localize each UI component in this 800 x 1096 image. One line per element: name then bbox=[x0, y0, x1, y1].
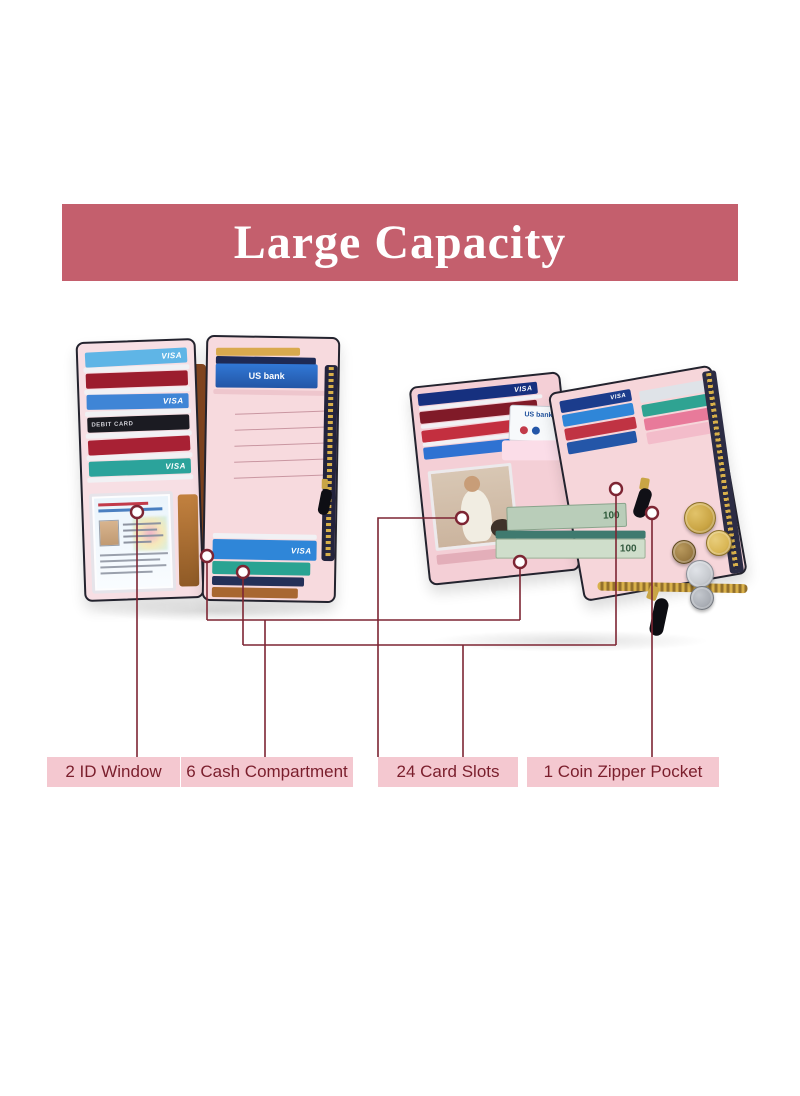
feature-label-coin-zipper-pocket: 1 Coin Zipper Pocket bbox=[527, 757, 719, 787]
feature-label-cash-compartment: 6 Cash Compartment bbox=[181, 757, 353, 787]
credit-card: VISA bbox=[212, 538, 317, 561]
card-brand-text: VISA bbox=[161, 350, 183, 361]
right-wallet-shadow bbox=[430, 630, 710, 652]
zipper-slider bbox=[321, 478, 328, 489]
coin-gold bbox=[706, 530, 732, 556]
cash-bills-lower: 100 bbox=[495, 530, 646, 559]
slot-stitch-line bbox=[234, 442, 327, 447]
card-brand-text: VISA bbox=[513, 384, 533, 394]
zipper-teeth bbox=[325, 366, 334, 558]
card-brand-text: VISA bbox=[162, 396, 184, 406]
license-text-line bbox=[99, 552, 168, 557]
license-photo bbox=[98, 519, 120, 547]
bank-card: US bank bbox=[215, 363, 318, 389]
drivers-license bbox=[93, 496, 172, 589]
card-brand-text: VISA bbox=[609, 392, 627, 402]
coin-bronze bbox=[672, 540, 696, 564]
bill-edge bbox=[495, 530, 646, 539]
card-logo-dot bbox=[531, 426, 541, 435]
credit-card bbox=[211, 575, 305, 587]
card-brand-text: VISA bbox=[290, 545, 312, 556]
coin-silver bbox=[686, 560, 714, 588]
license-header-line bbox=[98, 501, 149, 507]
dollar-bill: 100 bbox=[506, 502, 628, 531]
card-brand-text: VISA bbox=[165, 461, 187, 472]
dollar-bill: 100 bbox=[495, 538, 646, 559]
coin-gold bbox=[684, 502, 716, 534]
feature-label-card-slots: 24 Card Slots bbox=[378, 757, 518, 787]
license-text-line bbox=[100, 570, 153, 575]
gold-card-edge bbox=[216, 347, 301, 356]
banner-title: Large Capacity bbox=[233, 216, 567, 269]
card-logo-dot bbox=[519, 426, 529, 435]
slot-stitch-line bbox=[234, 426, 327, 431]
left-wallet-shadow bbox=[90, 600, 330, 622]
banner: Large Capacity bbox=[62, 204, 738, 281]
zipper-strip bbox=[321, 364, 338, 562]
slot-stitch-line bbox=[233, 474, 326, 479]
card-brand-text: DEBIT CARD bbox=[91, 420, 134, 429]
bill-denomination: 100 bbox=[619, 543, 637, 555]
leather-edge bbox=[211, 586, 298, 599]
id-window bbox=[88, 490, 177, 594]
license-header-line bbox=[98, 507, 163, 513]
leather-strap bbox=[177, 494, 200, 587]
cash-bills-upper: 100 bbox=[506, 502, 628, 531]
pink-card bbox=[501, 440, 564, 461]
slot-stitch-line bbox=[234, 458, 327, 463]
feature-label-id-window: 2 ID Window bbox=[47, 757, 180, 787]
license-text-line bbox=[100, 558, 161, 563]
bill-denomination: 100 bbox=[602, 509, 620, 522]
coin-silver bbox=[690, 586, 714, 610]
card-slot-edge bbox=[213, 388, 326, 396]
card-brand-text: US bank bbox=[248, 370, 285, 382]
wallet-left-panel: VISA VISA DEBIT CARD VISA bbox=[75, 337, 205, 603]
photo-person bbox=[458, 488, 495, 544]
wallet-front-view: VISA VISA DEBIT CARD VISA bbox=[75, 330, 344, 614]
wallet-right-panel: US bank VISA bbox=[201, 334, 341, 604]
credit-card bbox=[212, 560, 311, 576]
slot-stitch-line bbox=[234, 410, 327, 415]
license-text-line bbox=[100, 564, 167, 569]
credit-card: VISA bbox=[86, 393, 189, 410]
